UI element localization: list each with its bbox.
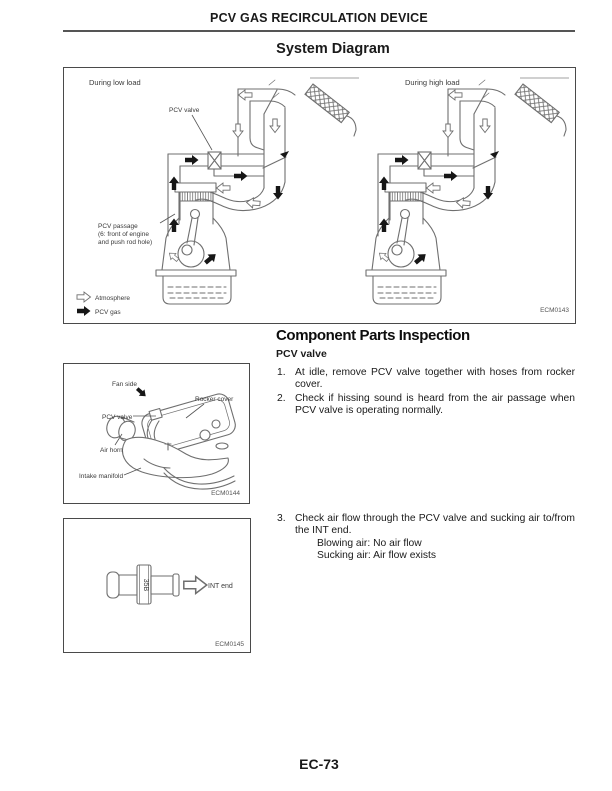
inspection-step-2: 2. Check if hissing sound is heard from … bbox=[276, 393, 575, 418]
pcv-passage-callout-line2: (6: front of engine bbox=[98, 231, 149, 238]
figure-id-ecm0143: ECM0143 bbox=[540, 307, 569, 314]
pcv-valve-callout: PCV valve bbox=[102, 414, 133, 421]
valve-marking: 35B bbox=[142, 579, 149, 592]
rocker-cover-drawing: Fan side Rocker cover PCV valve Air horn… bbox=[79, 381, 240, 497]
title-divider bbox=[63, 30, 575, 32]
pcv-passage-callout-line3: and push rod hole) bbox=[98, 239, 152, 246]
step-number: 1. bbox=[277, 367, 286, 378]
step-text: At idle, remove PCV valve together with … bbox=[295, 367, 575, 391]
pcv-valve-detail-figure: 35B INT end ECM0145 bbox=[63, 518, 251, 653]
sucking-air-result: Sucking air: Air flow exists bbox=[317, 550, 437, 562]
step-text: Check if hissing sound is heard from the… bbox=[295, 392, 575, 417]
atmosphere-legend-label: Atmosphere bbox=[95, 295, 130, 302]
intake-manifold-callout: Intake manifold bbox=[79, 473, 123, 480]
system-diagram-heading: System Diagram bbox=[276, 41, 390, 57]
step-number: 2. bbox=[277, 392, 286, 404]
page-title: PCV GAS RECIRCULATION DEVICE bbox=[210, 11, 428, 25]
intake-manifold-leader-line bbox=[123, 467, 142, 476]
int-end-arrow-icon bbox=[182, 575, 208, 595]
air-horn-callout: Air horn bbox=[100, 447, 123, 454]
engine-diagram-high-load bbox=[366, 78, 569, 304]
figure-id-ecm0145: ECM0145 bbox=[215, 641, 244, 648]
inspection-step-3: 3. Check air flow through the PCV valve … bbox=[276, 513, 575, 563]
int-end-callout: INT end bbox=[208, 583, 233, 590]
inspection-step-1: 1. At idle, remove PCV valve together wi… bbox=[276, 367, 575, 392]
flow-legend: Atmosphere PCV gas bbox=[76, 291, 130, 316]
inspection-step-3-block: 3. Check air flow through the PCV valve … bbox=[276, 513, 575, 564]
air-horn-leader-line bbox=[114, 433, 123, 446]
pcv-gas-legend-label: PCV gas bbox=[95, 309, 121, 316]
pcv-valve-drawing: 35B INT end ECM0145 bbox=[106, 564, 244, 648]
atmosphere-arrow-icon bbox=[76, 291, 91, 303]
fan-side-callout: Fan side bbox=[112, 381, 137, 388]
low-load-label: During low load bbox=[89, 78, 141, 87]
system-diagram-figure: During low load During high load PCV val… bbox=[63, 67, 576, 324]
component-inspection-section: Component Parts Inspection PCV valve 1. … bbox=[276, 327, 575, 419]
rocker-cover-leader-line bbox=[185, 403, 205, 419]
pcv-valve-callout: PCV valve bbox=[169, 107, 200, 114]
blowing-air-result: Blowing air: No air flow bbox=[317, 537, 422, 549]
rocker-cover-figure: Fan side Rocker cover PCV valve Air horn… bbox=[63, 363, 250, 504]
pcv-valve-subheading: PCV valve bbox=[276, 348, 327, 360]
pcv-valve-leader-line bbox=[191, 114, 213, 151]
pcv-passage-leader-line bbox=[159, 213, 176, 224]
component-inspection-heading: Component Parts Inspection bbox=[276, 327, 470, 344]
pcv-passage-callout-line1: PCV passage bbox=[98, 223, 138, 230]
figure-id-ecm0144: ECM0144 bbox=[211, 490, 240, 497]
high-load-label: During high load bbox=[405, 78, 460, 87]
system-diagram-drawing: During low load During high load PCV val… bbox=[76, 68, 573, 316]
page-number: EC-73 bbox=[299, 756, 339, 772]
step-text: Check air flow through the PCV valve and… bbox=[295, 513, 575, 537]
rocker-cover-callout: Rocker cover bbox=[195, 396, 234, 403]
pcv-gas-arrow-icon bbox=[77, 306, 91, 316]
step-number: 3. bbox=[277, 513, 286, 524]
